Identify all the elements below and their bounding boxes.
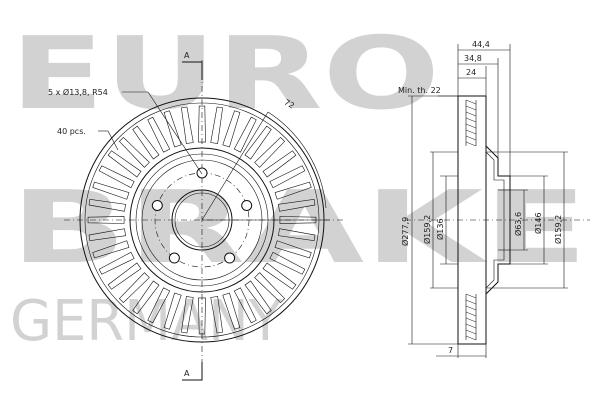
vanes-callout: 40 pcs. bbox=[57, 127, 86, 136]
dia-hub: Ø146 bbox=[533, 212, 543, 234]
vane bbox=[181, 296, 194, 334]
vane bbox=[147, 116, 171, 153]
bolt-hole bbox=[168, 252, 180, 264]
vane bbox=[92, 181, 130, 200]
bolt-callout: 5 x Ø13,8, R54 bbox=[48, 87, 108, 97]
ventilation-vanes bbox=[87, 105, 317, 335]
vane bbox=[98, 251, 135, 275]
hatch-line bbox=[465, 105, 477, 111]
bolt-hole bbox=[224, 252, 236, 264]
offset-bottom: 7 bbox=[448, 346, 453, 355]
vane bbox=[163, 292, 182, 330]
section-arrow-bottom bbox=[182, 362, 203, 381]
vane bbox=[222, 110, 241, 148]
hatch-line bbox=[465, 117, 477, 123]
width-overall: 44,4 bbox=[472, 40, 490, 49]
vane bbox=[107, 150, 142, 178]
vane bbox=[210, 106, 223, 144]
dia-inner-ring: Ø159,2 bbox=[422, 215, 432, 244]
vane bbox=[278, 199, 316, 212]
vane bbox=[88, 228, 126, 241]
hat-profile-outer bbox=[485, 145, 511, 295]
vane bbox=[210, 296, 223, 334]
vane bbox=[269, 165, 306, 189]
hat-profile-inner bbox=[485, 151, 505, 289]
vanes-callout-leader bbox=[107, 130, 119, 151]
min-thickness: Min. th. 22 bbox=[398, 86, 441, 95]
bolt-callout-leader bbox=[147, 91, 203, 175]
hatch-line bbox=[465, 123, 477, 129]
hatch-line bbox=[465, 311, 477, 317]
vane bbox=[87, 216, 125, 224]
vane bbox=[181, 106, 194, 144]
bolt-holes bbox=[151, 167, 253, 264]
vane bbox=[274, 240, 312, 259]
hatch-line bbox=[465, 299, 477, 305]
vane bbox=[233, 116, 257, 153]
vane bbox=[262, 150, 297, 178]
watermark: EURO BRAKE GERMANY bbox=[10, 15, 588, 354]
dia-bolt-circle: Ø136 bbox=[435, 218, 445, 240]
hatch-line bbox=[465, 141, 477, 147]
watermark-line2: BRAKE bbox=[10, 169, 588, 286]
hatch-line bbox=[465, 329, 477, 335]
vane bbox=[107, 262, 142, 290]
vent-hatching bbox=[465, 99, 477, 341]
vane bbox=[132, 280, 160, 315]
vane bbox=[88, 199, 126, 212]
vane bbox=[147, 287, 171, 324]
vane bbox=[274, 181, 312, 200]
angle-arc bbox=[267, 111, 327, 209]
watermark-line3: GERMANY bbox=[10, 289, 283, 354]
vane bbox=[118, 272, 150, 304]
side-view: 44,4 34,8 24 Min. th. 22 7 Ø277,9 Ø159,2… bbox=[398, 40, 590, 358]
hatch-line bbox=[465, 99, 477, 105]
angle-ray-1 bbox=[201, 111, 269, 221]
vane bbox=[163, 110, 182, 148]
section-arrow-top bbox=[182, 61, 203, 80]
hatch-line bbox=[465, 129, 477, 135]
hatch-line bbox=[465, 323, 477, 329]
angle-label: 72 bbox=[283, 98, 296, 111]
hatch-line bbox=[465, 111, 477, 117]
bolt-hole bbox=[196, 167, 208, 179]
vane bbox=[118, 136, 150, 168]
front-view: A A 72 5 x Ø13,8, R54 40 pcs. bbox=[48, 51, 345, 381]
vane bbox=[269, 251, 306, 275]
vane bbox=[262, 262, 297, 290]
vane bbox=[244, 280, 272, 315]
width-hat: 34,8 bbox=[464, 54, 482, 63]
hatch-line bbox=[465, 293, 477, 299]
vane bbox=[244, 125, 272, 160]
vane bbox=[198, 297, 206, 335]
section-mark-bottom: A bbox=[184, 369, 190, 378]
watermark-line1: EURO bbox=[10, 15, 440, 132]
vane bbox=[92, 240, 130, 259]
vane bbox=[233, 287, 257, 324]
width-disc: 24 bbox=[466, 68, 476, 77]
bolt-hole bbox=[241, 199, 253, 211]
hatch-line bbox=[465, 305, 477, 311]
vane bbox=[254, 136, 286, 168]
vane bbox=[279, 216, 317, 224]
hatch-line bbox=[465, 135, 477, 141]
dia-outer: Ø277,9 bbox=[400, 217, 410, 246]
vane bbox=[132, 125, 160, 160]
vane bbox=[222, 292, 241, 330]
vane bbox=[254, 272, 286, 304]
dia-center: Ø63,6 bbox=[513, 212, 523, 236]
vane bbox=[278, 228, 316, 241]
dia-hat: Ø159,2 bbox=[553, 215, 563, 244]
hatch-line bbox=[465, 335, 477, 341]
vane bbox=[98, 165, 135, 189]
vane bbox=[198, 105, 206, 143]
hatch-line bbox=[465, 317, 477, 323]
bolt-hole bbox=[151, 199, 163, 211]
section-mark-top: A bbox=[184, 51, 190, 60]
